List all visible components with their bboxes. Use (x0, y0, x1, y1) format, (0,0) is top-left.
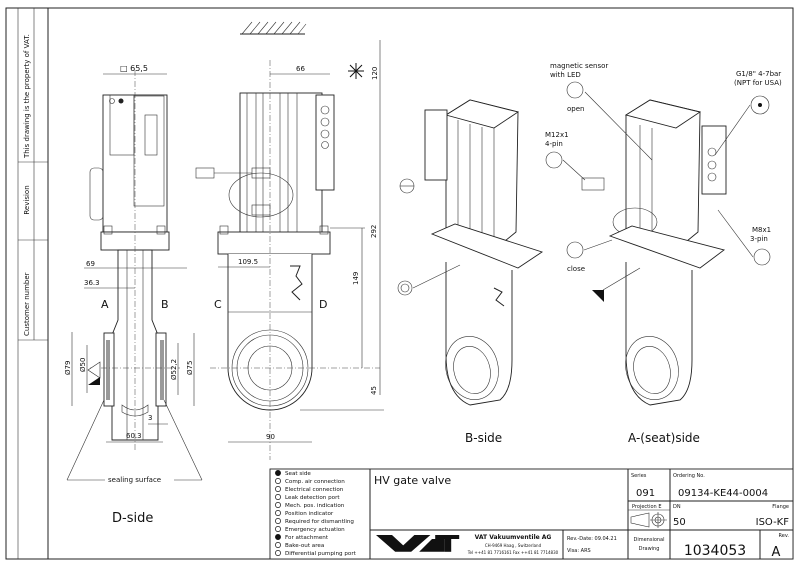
m12-label: M12x1 (545, 131, 569, 139)
a-side-view: magnetic sensor with LED open M12x1 4-pi… (545, 62, 782, 445)
property-note: This drawing is the property of VAT. (23, 34, 31, 159)
rev-date: Rev.-Date: 09.04.21 (567, 536, 617, 542)
g18-label: G1/8" 4-7bar (736, 70, 781, 78)
flange-label: Flange (772, 504, 789, 510)
magnetic-sensor-label-2: with LED (550, 71, 581, 79)
dim-120: 120 (371, 67, 379, 80)
magnetic-sensor-label: magnetic sensor (550, 62, 608, 70)
mech-pos-icon (275, 502, 281, 508)
label-d: D (319, 298, 327, 311)
legend-item-label: Required for dismantling (285, 519, 354, 525)
npt-label: (NPT for USA) (734, 79, 782, 87)
electrical-icon (275, 486, 281, 492)
dim-109-5: 109.5 (238, 258, 258, 266)
emergency-icon (275, 526, 281, 532)
leak-detection-icon (275, 494, 281, 500)
rev-label: Rev. (779, 533, 790, 539)
vat-logo-mark (290, 265, 303, 301)
dn-label: DN (673, 504, 681, 510)
ordering-number: 09134-KE44-0004 (678, 488, 768, 499)
legend-item-label: Bake-out area (285, 543, 324, 549)
seat-side-icon (592, 290, 604, 302)
b-side-view: B-side (397, 99, 544, 445)
legend-item-label: Comp. air connection (285, 479, 345, 485)
comp-air-icon (750, 95, 770, 115)
m8-pin-label: 3-pin (750, 235, 768, 243)
attachment-icon (275, 534, 281, 540)
front-view: 66 120 292 149 45 109.5 90 C D (195, 21, 384, 460)
dim-d79: Ø79 (64, 361, 72, 375)
legend-item-label: For attachment (285, 535, 329, 541)
d-side-caption: D-side (112, 511, 153, 526)
company-phone: Tel ++41 81 7716161 Fax ++41 81 7714830 (467, 550, 559, 555)
dim-60-3: 60.3 (126, 432, 142, 440)
legend-item-label: Leak detection port (285, 495, 340, 501)
rev-value: A (772, 545, 781, 560)
vat-logo (376, 535, 460, 552)
electrical-m8-icon (753, 248, 771, 266)
label-b: B (161, 298, 169, 311)
dim-90: 90 (266, 433, 275, 441)
visa: Visa: ARS (567, 548, 591, 554)
dim-d52-2: Ø52,2 (170, 359, 178, 380)
dim-292: 292 (370, 225, 378, 238)
projection-symbol-icon (630, 512, 667, 528)
m12-pin-label: 4-pin (545, 140, 563, 148)
comp-air-icon (275, 478, 281, 484)
doc-type-line-2: Drawing (639, 546, 660, 552)
dim-square-65-5: □ 65,5 (120, 64, 148, 73)
legend-item-label: Position indicator (285, 511, 334, 517)
label-a: A (101, 298, 109, 311)
switch-open-icon (566, 81, 584, 99)
dim-d50: Ø50 (79, 358, 87, 372)
series-label: Series (631, 473, 647, 479)
b-side-caption: B-side (465, 431, 502, 445)
dim-45: 45 (370, 386, 378, 395)
dim-149: 149 (352, 272, 360, 285)
legend-item-label: Electrical connection (285, 487, 344, 493)
revision-label: Revision (23, 185, 31, 214)
dismantling-star-icon (348, 63, 364, 79)
close-label: close (567, 265, 585, 273)
switch-close-icon (566, 241, 584, 259)
dim-66: 66 (296, 65, 305, 73)
ordering-label: Ordering No. (673, 473, 705, 479)
legend-item-label: Mech. pos. indication (285, 503, 345, 509)
bake-out-icon (275, 542, 281, 548)
projection-label: Projection E (632, 504, 661, 510)
legend-item-label: Emergency actuation (285, 527, 345, 533)
dismantling-icon (275, 518, 281, 524)
a-side-caption: A-(seat)side (628, 431, 700, 445)
dim-3: 3 (148, 414, 152, 422)
customer-number-label: Customer number (23, 272, 31, 336)
dn-value: 50 (673, 517, 686, 528)
d-side-view: □ 65,5 69 36.3 A B Ø79 Ø50 Ø52,2 Ø75 3 6… (64, 64, 203, 526)
leak-detection-icon (397, 280, 413, 296)
title: HV gate valve (374, 474, 451, 487)
doc-type-line-1: Dimensional (633, 537, 664, 543)
company-address: CH-9469 Haag , Switzerland (485, 543, 542, 548)
side-strip: This drawing is the property of VAT. Rev… (17, 8, 48, 559)
seat-side-icon (275, 470, 281, 476)
company-name: VAT Vakuumventile AG (475, 534, 552, 541)
series-value: 091 (636, 488, 655, 499)
label-c: C (214, 298, 222, 311)
m8-label: M8x1 (752, 226, 771, 234)
dim-69: 69 (86, 260, 95, 268)
position-indicator-icon (275, 510, 281, 516)
legend-item-label: Seat side (285, 471, 311, 477)
dim-d75: Ø75 (186, 361, 194, 375)
diff-pumping-icon (275, 550, 281, 556)
dim-36-3: 36.3 (84, 279, 100, 287)
electrical-connection-icon (545, 151, 563, 169)
flange-value: ISO-KF (756, 517, 790, 528)
legend-item-label: Differential pumping port (285, 551, 357, 557)
sealing-surface-label: sealing surface (108, 476, 161, 484)
drawing-number: 1034053 (684, 543, 746, 559)
open-label: open (567, 105, 584, 113)
hatched-wall (240, 21, 307, 35)
